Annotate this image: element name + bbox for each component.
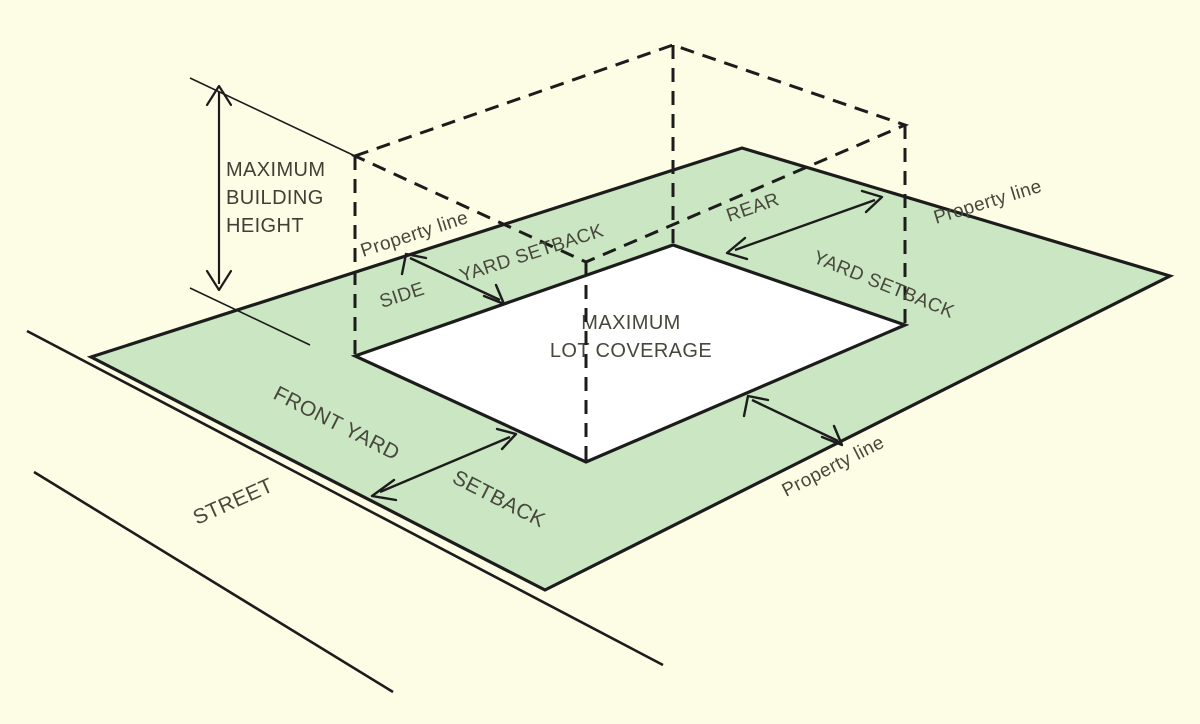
- lower-right-setback-dimension: [742, 394, 844, 447]
- rear-setback-arrowhead-end: [860, 189, 884, 214]
- max-building-height-label-line3: HEIGHT: [226, 215, 304, 237]
- max-lot-coverage-label-line2: LOT COVERAGE: [550, 340, 712, 362]
- side-setback-arrowhead-start: [400, 252, 428, 276]
- street-far-curb-line: [33, 470, 394, 694]
- max-building-height-dimension: MAXIMUM BUILDING HEIGHT: [189, 77, 356, 346]
- max-lot-coverage-label-group: MAXIMUM LOT COVERAGE: [550, 312, 712, 362]
- lower-right-setback-arrowhead-start: [742, 394, 770, 418]
- rear-setback-arrowhead-start: [725, 236, 749, 261]
- height-arrowhead-down: [205, 269, 233, 292]
- rear-setback-arrow-shaft: [734, 198, 876, 252]
- lower-right-setback-arrow-shaft: [751, 398, 839, 443]
- street-lines: [26, 329, 664, 694]
- max-lot-coverage-label-line1: MAXIMUM: [581, 312, 680, 334]
- building-footprint: [350, 243, 910, 464]
- max-building-height-label-line2: BUILDING: [226, 187, 324, 209]
- height-arrowhead-up: [205, 84, 233, 107]
- side-setback-arrowhead-end: [482, 283, 506, 306]
- max-building-height-label-line1: MAXIMUM: [226, 159, 325, 181]
- height-extension-line-bottom: [189, 287, 311, 346]
- street-near-curb-line: [26, 329, 664, 667]
- max-lot-coverage-polygon: [350, 243, 910, 464]
- lower-right-setback-arrowhead-end: [820, 424, 844, 447]
- front-setback-arrowhead-end: [495, 427, 518, 451]
- front-setback-arrowhead-start: [370, 478, 398, 502]
- side-setback-arrow-shaft: [409, 256, 501, 302]
- street-label: STREET: [190, 474, 277, 530]
- front-setback-arrow-shaft: [379, 435, 511, 494]
- height-extension-line-top: [189, 77, 356, 157]
